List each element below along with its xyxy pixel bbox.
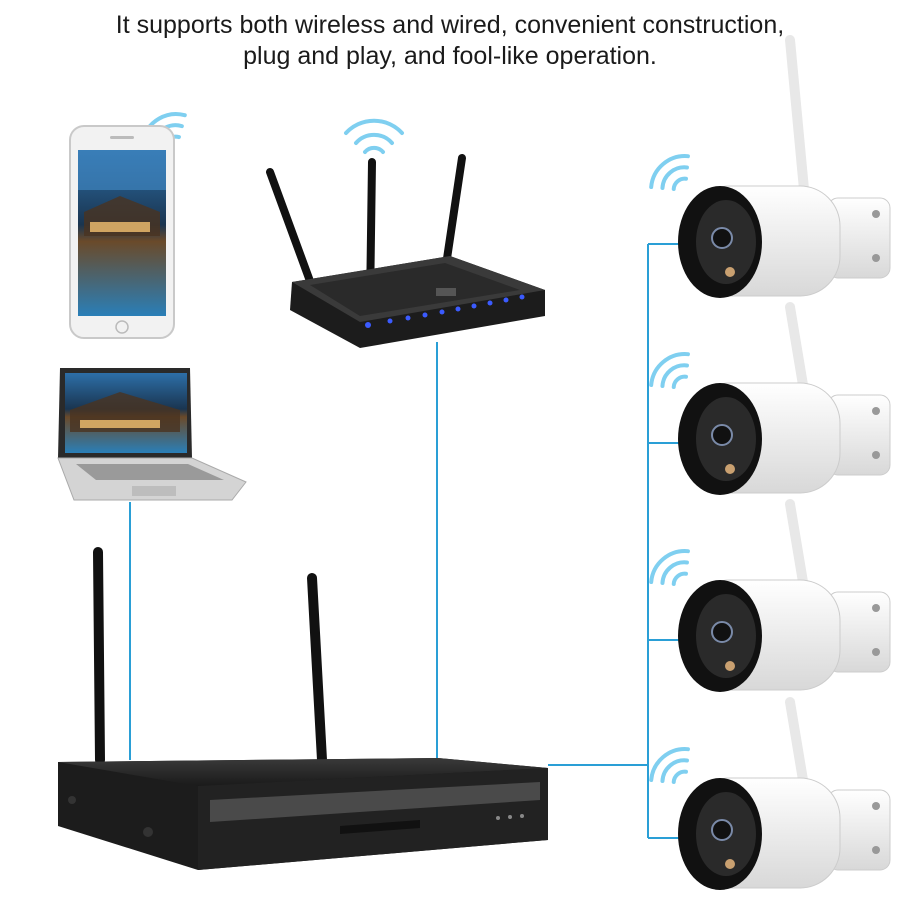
- wifi-icon: [649, 352, 690, 390]
- wifi-icon: [649, 549, 690, 587]
- smartphone-icon: [69, 125, 175, 339]
- laptop-icon: [57, 368, 247, 501]
- caption-line-2: plug and play, and fool-like operation.: [243, 42, 657, 70]
- router-icon: [266, 154, 545, 348]
- nvr-recorder-icon: [58, 547, 548, 870]
- camera-1: [678, 35, 891, 298]
- camera-4: [678, 697, 891, 890]
- wifi-icon: [649, 154, 690, 192]
- caption: It supports both wireless and wired, con…: [0, 10, 900, 72]
- wifi-waves: [141, 112, 690, 785]
- camera-3: [678, 499, 891, 692]
- cables: [129, 243, 680, 839]
- camera-2: [678, 302, 891, 495]
- wifi-icon: [649, 747, 690, 785]
- caption-line-1: It supports both wireless and wired, con…: [115, 11, 785, 39]
- wifi-icon: [344, 118, 404, 154]
